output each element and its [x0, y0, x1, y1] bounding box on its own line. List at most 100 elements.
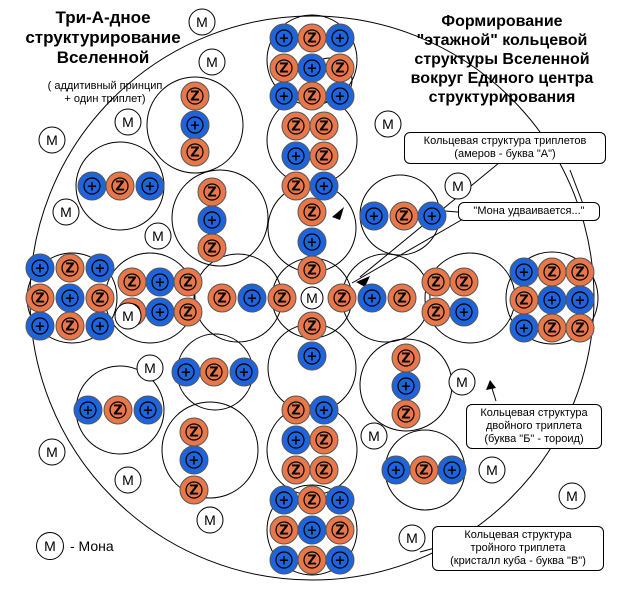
particle-inner-ring [397, 377, 415, 395]
zee-particle: Z [421, 297, 451, 327]
plus-particle: + [297, 227, 327, 257]
zee-glyph: Z [277, 292, 286, 307]
particle-body [387, 283, 417, 313]
pointer-arrowhead [356, 276, 370, 287]
plus-particle: + [73, 395, 103, 425]
plus-glyph: + [155, 276, 166, 291]
zee-particle: Z [179, 417, 209, 447]
particle-inner-ring [186, 143, 204, 161]
zee-glyph: Z [401, 408, 410, 423]
particle-body [391, 399, 421, 429]
particle-inner-ring [331, 551, 349, 569]
mona-marker: M [136, 354, 164, 382]
zee-glyph: Z [209, 366, 218, 381]
plus-glyph: + [279, 32, 290, 47]
zee-glyph: Z [217, 292, 226, 307]
mona-marker: M [196, 506, 224, 534]
plus-glyph: + [367, 292, 378, 307]
particle-body [297, 255, 327, 285]
mona-circle [196, 506, 224, 534]
mona-label: M [46, 444, 58, 460]
zee-glyph: Z [291, 464, 300, 479]
particle-inner-ring [275, 521, 293, 539]
zee-particle: Z [297, 81, 327, 111]
particle-body [173, 267, 203, 297]
zee-glyph: Z [65, 262, 74, 277]
zee-glyph: Z [335, 62, 344, 77]
plus-particle: + [269, 81, 299, 111]
title-right-line: структурирования [428, 89, 576, 106]
particle-body [325, 485, 355, 515]
particle-body [297, 311, 327, 341]
title-right-line: структуры Вселенной [414, 51, 590, 68]
zee-particle: Z [269, 53, 299, 83]
callout-b-ring: Кольцевая структура двойного триплета (б… [466, 404, 602, 449]
plus-glyph: + [83, 404, 94, 419]
particle-body [325, 81, 355, 111]
zee-particle: Z [105, 171, 135, 201]
zee-glyph: Z [307, 554, 316, 569]
particle-inner-ring [331, 29, 349, 47]
particle-body [179, 445, 209, 475]
mona-marker: M [144, 222, 172, 250]
plus-particle: + [145, 267, 175, 297]
plus-particle: + [25, 311, 55, 341]
zee-glyph: Z [307, 90, 316, 105]
particle-inner-ring [515, 263, 533, 281]
note-line: + один триплет) [64, 93, 146, 105]
callout-line: (амеров - буква "А") [454, 148, 556, 160]
structure-ring [171, 169, 269, 267]
note-line: ( аддитивный принцип [47, 80, 163, 92]
particle-inner-ring [275, 87, 293, 105]
particle-body [179, 475, 209, 505]
plus-glyph: + [519, 322, 530, 337]
structure-ring [266, 404, 358, 496]
particle-inner-ring [395, 207, 413, 225]
zee-particle: Z [309, 111, 339, 141]
zee-particle: Z [55, 311, 85, 341]
mona-label: M [144, 360, 156, 376]
zee-particle: Z [269, 515, 299, 545]
particle-inner-ring [287, 177, 305, 195]
particle-body [325, 515, 355, 545]
plus-glyph: + [65, 292, 76, 307]
particle-inner-ring [31, 259, 49, 277]
zee-particle: Z [509, 285, 539, 315]
plus-particle: + [309, 171, 339, 201]
zee-particle: Z [297, 255, 327, 285]
plus-glyph: + [207, 214, 218, 229]
particle-inner-ring [91, 317, 109, 335]
particle-inner-ring [303, 29, 321, 47]
callout-line: тройного триплета [470, 542, 566, 554]
zee-particle: Z [197, 233, 227, 263]
particle-inner-ring [203, 183, 221, 201]
particle-inner-ring [455, 303, 473, 321]
mona-circle [38, 126, 66, 154]
particle-inner-ring [79, 401, 97, 419]
mona-label: M [382, 116, 394, 132]
particle-inner-ring [287, 147, 305, 165]
plus-particle: + [269, 485, 299, 515]
particle-inner-ring [331, 491, 349, 509]
mona-label: M [306, 290, 318, 306]
callout-line: двойного триплета [486, 420, 582, 432]
zee-glyph: Z [307, 206, 316, 221]
mona-marker: M [188, 8, 216, 36]
mona-label: M [196, 14, 208, 30]
particle-inner-ring [315, 401, 333, 419]
zee-glyph: Z [183, 306, 192, 321]
zee-glyph: Z [419, 464, 428, 479]
particle-inner-ring [287, 431, 305, 449]
zee-glyph: Z [189, 426, 198, 441]
mona-circle [144, 222, 172, 250]
particle-inner-ring [363, 289, 381, 307]
particle-inner-ring [303, 551, 321, 569]
particle-inner-ring [275, 491, 293, 509]
zee-particle: Z [297, 545, 327, 575]
structure-ring [146, 76, 244, 174]
mona-circle [114, 466, 142, 494]
callout-line: Кольцевая структура триплетов [423, 135, 587, 147]
zee-glyph: Z [183, 276, 192, 291]
particle-body [309, 111, 339, 141]
zee-particle: Z [117, 267, 147, 297]
